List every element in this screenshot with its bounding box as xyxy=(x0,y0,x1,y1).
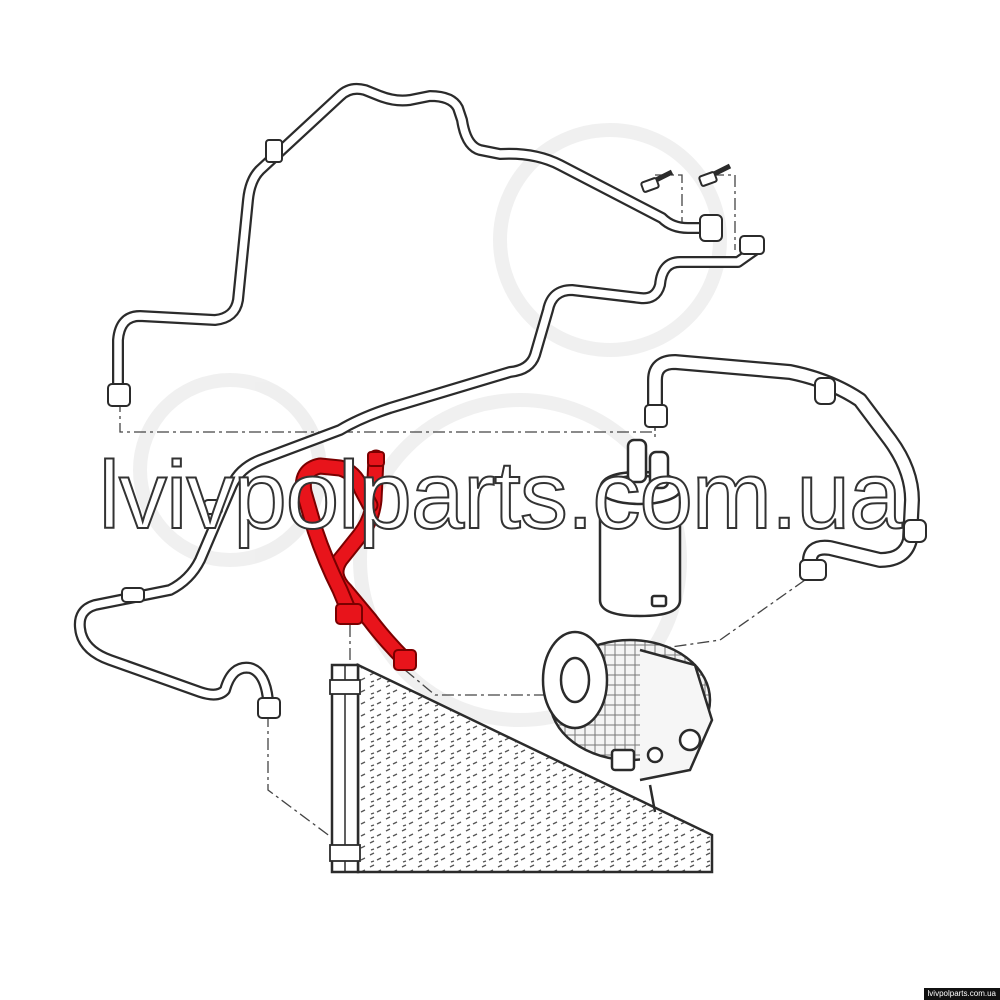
pipe-connector xyxy=(203,499,223,515)
pipe-flange xyxy=(699,214,723,242)
corner-site-label: lvivpolparts.com.ua xyxy=(923,988,1000,1000)
hose-bracket xyxy=(335,603,363,625)
background-gear-logo xyxy=(133,123,727,727)
condenser xyxy=(329,663,714,874)
compressor-to-condenser-hose xyxy=(294,449,417,671)
suction-pipe xyxy=(107,82,723,407)
pipe-end-fitting xyxy=(257,697,281,719)
pipe-end-fitting xyxy=(644,404,668,428)
pipe-end-fitting xyxy=(107,383,131,407)
hose-crimp-ferrule xyxy=(903,519,927,543)
hose-crimp-ferrule xyxy=(814,377,836,405)
dehydrator-bottle xyxy=(598,438,682,618)
pipe-connector xyxy=(121,587,145,603)
mounting-bolt xyxy=(640,163,732,193)
hose-end-fitting xyxy=(367,451,385,467)
dehydrator-hose xyxy=(644,354,927,581)
pressure-pipe xyxy=(73,235,765,719)
ac-compressor xyxy=(541,630,714,813)
pipe-end-fitting xyxy=(265,139,283,163)
pipe-end-fitting xyxy=(799,559,827,581)
hose-end-fitting xyxy=(393,649,417,671)
pipe-end-fitting xyxy=(739,235,765,255)
